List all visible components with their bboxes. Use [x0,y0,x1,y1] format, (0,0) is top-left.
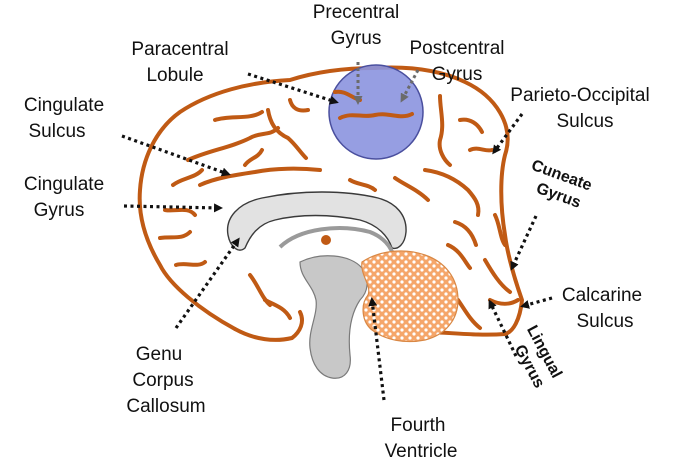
label-cingulate-gyrus-line1: Cingulate [24,174,104,195]
label-parieto-occipital-line1: Parieto-Occipital [510,85,649,106]
pointer-parieto-occipital [492,113,524,155]
pointer-paracentral [247,72,339,105]
pointer-cingulate-sulcus [121,134,231,177]
cerebellum [361,250,459,343]
pointers [121,62,553,401]
label-calcarine-line2: Sulcus [576,311,633,332]
pointer-cuneate [510,215,538,271]
label-genu-line1: Genu [136,344,182,365]
anterior-commissure [321,235,331,245]
brainstem [299,255,368,379]
label-genu-line3: Callosum [126,396,205,417]
label-cuneate-group: Cuneate Gyrus [529,157,594,212]
label-paracentral-line2: Lobule [146,65,203,86]
label-cingulate-sulcus-line2: Sulcus [28,121,85,142]
paracentral-highlight [328,64,424,160]
temporal-lobe-outline [233,310,304,342]
pointer-cingulate-gyrus [123,203,223,213]
label-postcentral-line2: Gyrus [432,64,483,85]
label-fourth-line2: Ventricle [385,441,458,462]
sulci [158,94,520,330]
corpus-callosum [226,191,407,251]
label-cingulate-gyrus-line2: Gyrus [34,200,85,221]
pointer-calcarine [520,296,553,309]
brain-outline [137,65,524,337]
central-sulcus [338,112,414,120]
fornix [278,226,396,259]
label-precentral-line1: Precentral [313,2,400,23]
label-lingual-group: Lingual Gyrus [511,323,565,391]
label-calcarine-line1: Calcarine [562,285,642,306]
pointer-genu [174,237,240,329]
label-cingulate-sulcus-line1: Cingulate [24,95,104,116]
label-precentral-line2: Gyrus [331,28,382,49]
label-paracentral-line1: Paracentral [131,39,228,60]
label-parieto-occipital-line2: Sulcus [556,111,613,132]
label-fourth-line1: Fourth [391,415,446,436]
label-postcentral-line1: Postcentral [409,38,504,59]
label-genu-line2: Corpus [132,370,193,391]
